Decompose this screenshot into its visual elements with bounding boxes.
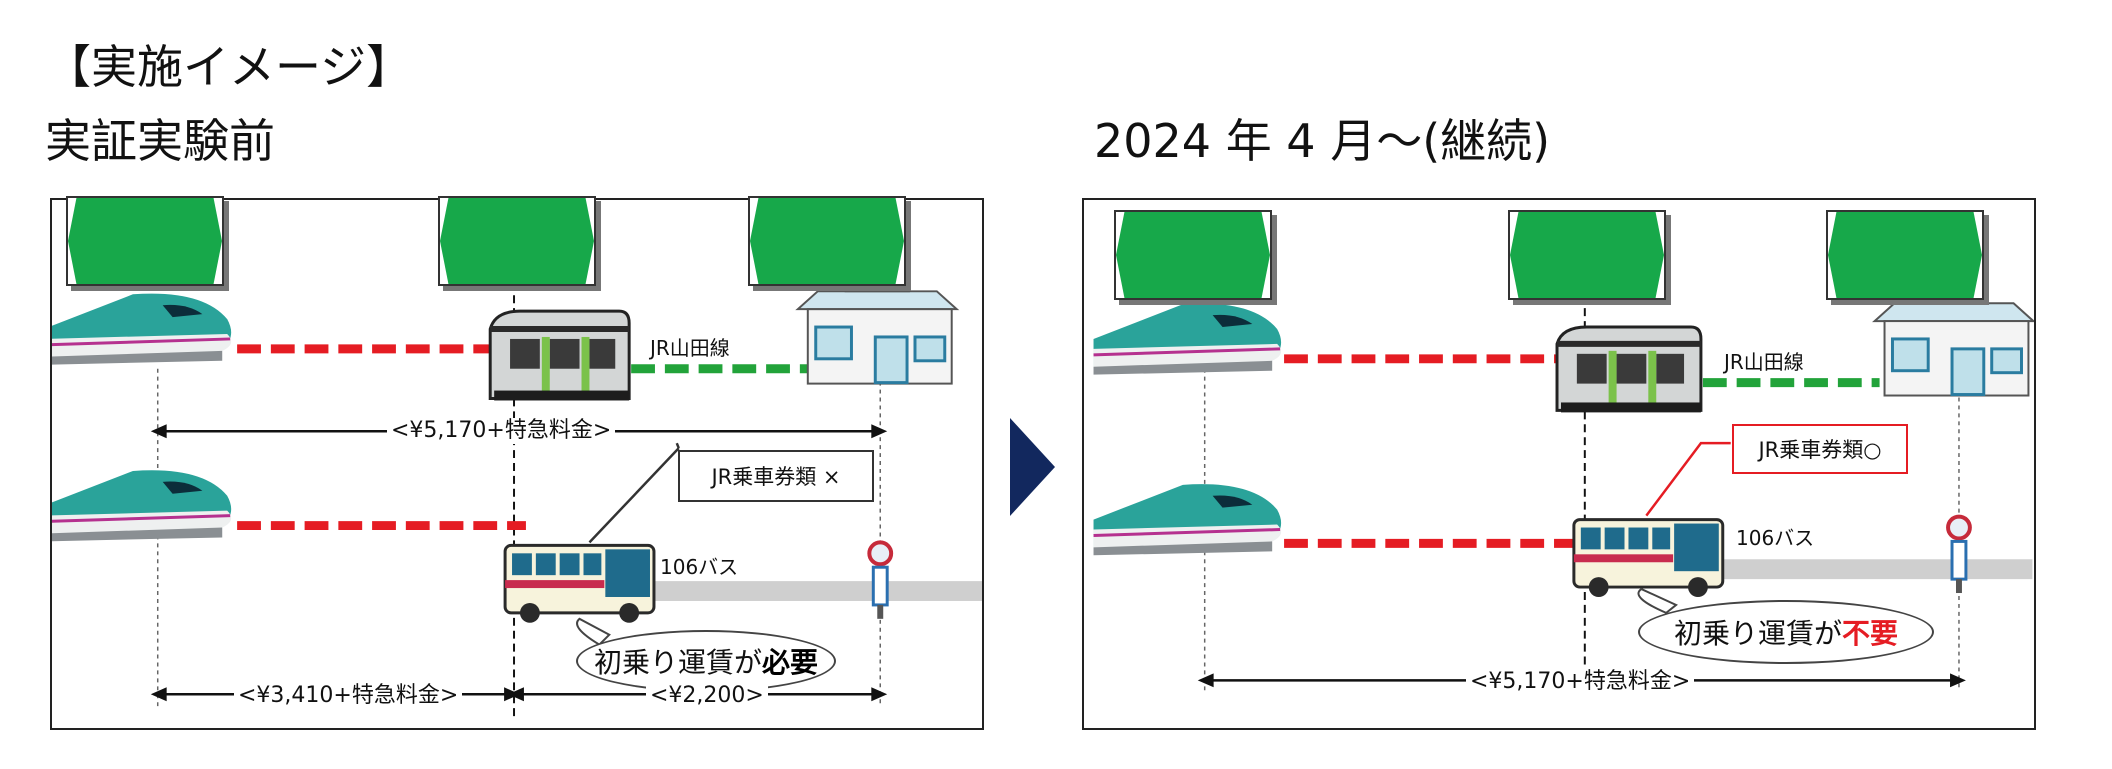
station-bar-icon — [1116, 212, 1270, 298]
bubble-emphasis: 不要 — [1842, 617, 1899, 650]
fare-bubble: 初乗り運賃が不要 — [1638, 600, 1934, 664]
rail-label: JR山田線 — [1720, 350, 1808, 374]
station-morioka: 盛岡 — [438, 196, 596, 286]
rail-label: JR山田線 — [646, 336, 734, 360]
shinkansen-train-icon — [52, 470, 232, 542]
station-sendai: 仙台 — [1114, 210, 1272, 300]
bus-label: 106バス — [656, 555, 743, 579]
fare-left: <¥3,410+特急料金> — [234, 683, 463, 710]
station-bar-icon — [1510, 212, 1664, 298]
ticket-callout: JR乗車券類○ — [1732, 424, 1908, 474]
local-train-icon — [1555, 325, 1703, 413]
bus-stop-icon — [867, 540, 894, 619]
after-diagram — [1093, 269, 2034, 692]
fare-bubble: 初乗り運賃が必要 — [576, 630, 836, 692]
station-morioka: 盛岡 — [1508, 210, 1666, 300]
bus-icon — [1572, 518, 1725, 597]
fare-right: <¥2,200> — [646, 683, 768, 710]
station-miyako: 宮古 — [748, 196, 906, 286]
station-bar-icon — [440, 198, 594, 284]
fare-top: <¥5,170+特急料金> — [387, 418, 616, 445]
station-miyako: 宮古 — [1826, 210, 1984, 300]
bus-stop-icon — [1946, 514, 1972, 594]
bubble-prefix: 初乗り運賃が — [593, 646, 762, 679]
shinkansen-train-icon — [1093, 484, 1282, 556]
right-triangle-arrow-icon — [1010, 418, 1055, 516]
station-building-icon — [1872, 280, 2034, 397]
after-title: 2024 年 4 月～(継続) — [1094, 114, 1551, 168]
road — [609, 581, 982, 601]
ticket-callout: JR乗車券類 × — [678, 450, 874, 502]
bus-label: 106バス — [1732, 526, 1819, 550]
road — [1681, 559, 2033, 580]
bracket-title: 【実施イメージ】 — [45, 40, 413, 94]
station-building-icon — [795, 268, 960, 385]
bubble-emphasis: 必要 — [762, 646, 819, 679]
bubble-prefix: 初乗り運賃が — [1673, 617, 1842, 650]
before-diagram — [52, 268, 982, 717]
station-bar-icon — [1828, 212, 1982, 298]
station-bar-icon — [750, 198, 904, 284]
before-panel: 仙台 盛岡 宮古 JR山田線 <¥5,170+特急料金> JR乗車券類 × 10… — [50, 196, 984, 730]
station-sendai: 仙台 — [66, 196, 224, 286]
local-train-icon — [488, 309, 631, 401]
bus-icon — [503, 543, 656, 623]
fare-bottom: <¥5,170+特急料金> — [1466, 669, 1695, 696]
station-bar-icon — [68, 198, 222, 284]
shinkansen-train-icon — [52, 293, 232, 365]
shinkansen-train-icon — [1093, 303, 1282, 375]
before-title: 実証実験前 — [45, 114, 275, 168]
